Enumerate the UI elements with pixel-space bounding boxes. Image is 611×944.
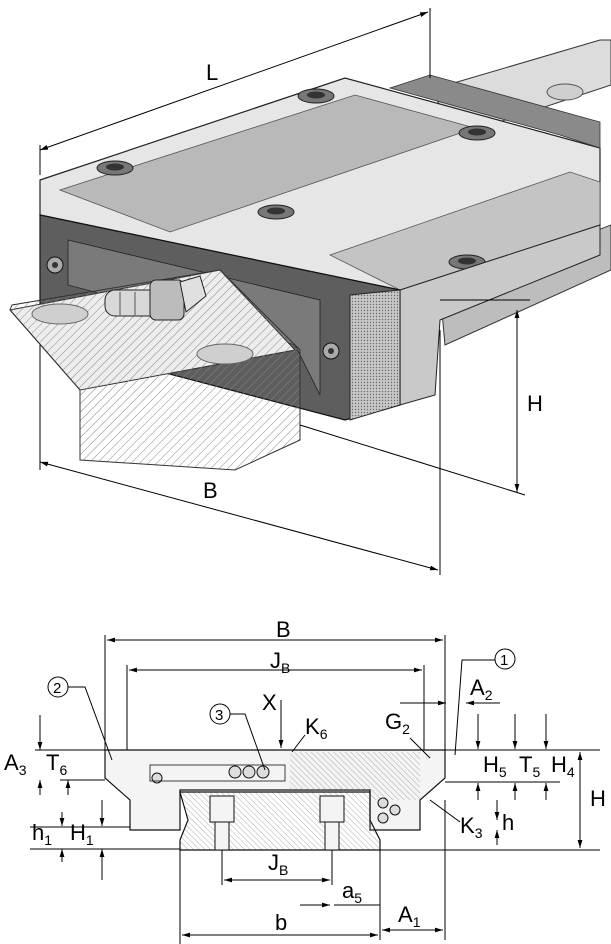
label-H-section: H [590, 786, 606, 811]
label-JB-rail: JB [268, 850, 288, 878]
callout-2: 2 [47, 676, 113, 761]
label-T6: T6 [46, 750, 67, 778]
label-h1: h1 [32, 820, 52, 848]
label-A2: A2 [470, 675, 493, 703]
label-A1: A1 [398, 902, 421, 930]
carriage-top-band-back [328, 171, 601, 291]
callout-1: 1 [454, 648, 516, 756]
dimension-L: L [39, 8, 431, 175]
label-H1: H1 [70, 820, 94, 848]
svg-text:2: 2 [53, 680, 61, 697]
dimension-B-iso: B [39, 330, 441, 575]
label-a5: a5 [342, 878, 362, 906]
label-T5: T5 [519, 752, 540, 780]
label-H4: H4 [551, 752, 575, 780]
label-X: X [262, 690, 277, 715]
label-A3: A3 [4, 750, 27, 778]
label-JB-main: JB [270, 648, 290, 676]
label-L: L [206, 60, 218, 85]
label-H-iso: H [527, 391, 543, 416]
carriage-hatched [290, 752, 420, 800]
cross-section-view: B JB 1 2 3 A2 X K6 [4, 617, 606, 944]
svg-text:3: 3 [215, 707, 223, 724]
dimension-H-iso: H [299, 299, 543, 496]
label-G2: G2 [385, 709, 410, 737]
label-B-iso: B [203, 478, 218, 503]
callout-3: 3 [209, 703, 266, 771]
label-K6: K6 [305, 714, 328, 742]
label-H5: H5 [483, 752, 507, 780]
label-b: b [275, 910, 287, 935]
isometric-view: L B H [9, 8, 611, 575]
label-h: h [502, 810, 514, 835]
label-B-section: B [276, 617, 291, 642]
end-cap-screws [46, 256, 340, 360]
svg-text:1: 1 [500, 652, 508, 669]
label-K3: K3 [460, 813, 483, 841]
end-seal-front [349, 289, 401, 421]
grease-nipple [104, 275, 207, 321]
ball-rows [151, 765, 401, 824]
